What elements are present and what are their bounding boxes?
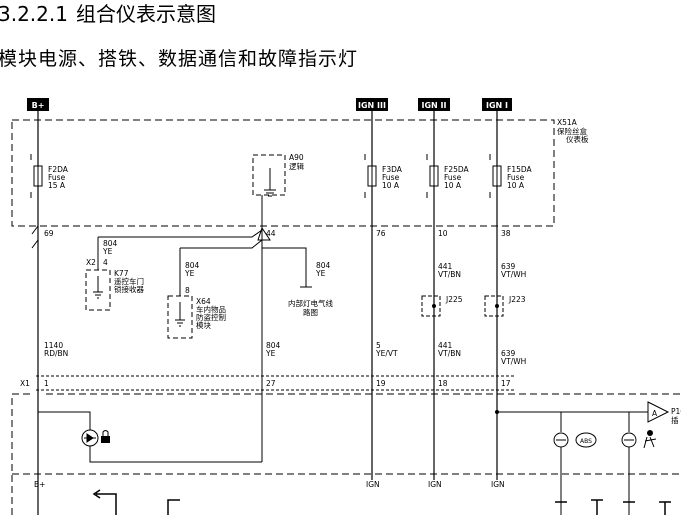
a90-logic: A90 逻辑: [252, 153, 304, 197]
wire-639-bottom-circuit: 639: [501, 349, 516, 358]
svg-text:防盗控制: 防盗控制: [196, 312, 226, 322]
svg-text:IGN II: IGN II: [422, 101, 447, 110]
section-title: 组合仪表示意图: [75, 2, 216, 26]
svg-text:锁接收器: 锁接收器: [114, 284, 144, 294]
wire-1140-circuit: 1140: [44, 341, 63, 350]
fuse-block-name2: 仪表板: [566, 134, 589, 144]
wire-441-bottom-circuit: 441: [438, 341, 453, 350]
splice-j223: J223: [484, 295, 526, 317]
k77-receiver: 804 YE X2 4 K77 遥控车门 锁接收器: [85, 239, 144, 311]
fuse-block-name1: 保险丝盒: [557, 126, 587, 136]
cluster-ign-label-1: IGN: [366, 480, 380, 489]
wire-804-lamp-color: YE: [315, 269, 326, 278]
section-heading: 3.2.2.1 组合仪表示意图: [0, 0, 216, 27]
section-number: 3.2.2.1: [0, 2, 68, 26]
svg-text:遥控车门: 遥控车门: [114, 276, 144, 286]
svg-text:F3DA: F3DA: [382, 165, 403, 174]
security-led-icon: [38, 411, 262, 463]
power-source-bplus: B+: [27, 98, 49, 111]
svg-text:F15DA: F15DA: [507, 165, 533, 174]
svg-text:P16: P16: [671, 407, 681, 416]
svg-text:804: 804: [185, 261, 200, 270]
svg-text:车内物品: 车内物品: [196, 304, 226, 314]
cluster-ign-label-3: IGN: [491, 480, 505, 489]
svg-text:A90: A90: [289, 153, 304, 162]
svg-text:插: 插: [671, 415, 679, 425]
wire-804-main-circuit: 804: [266, 341, 281, 350]
pin-10: 10: [438, 229, 448, 238]
svg-text:X2: X2: [86, 258, 96, 267]
x1-pin-17: 17: [501, 379, 511, 388]
svg-text:ABS: ABS: [580, 438, 592, 445]
wire-639-top-color: VT/WH: [501, 270, 526, 279]
connector-x1-label: X1: [20, 379, 30, 388]
svg-text:10 A: 10 A: [444, 181, 462, 190]
diagram-subtitle: 模块电源、搭铁、数据通信和故障指示灯: [0, 48, 359, 70]
interior-lamp-ref2: 路图: [303, 307, 318, 317]
svg-text:K77: K77: [114, 269, 129, 278]
svg-text:10 A: 10 A: [382, 181, 400, 190]
fuse-block-boundary: [11, 119, 555, 227]
x1-pin-18: 18: [438, 379, 448, 388]
wire-1140-color: RD/BN: [44, 349, 68, 358]
svg-text:YE: YE: [102, 247, 113, 256]
svg-text:Fuse: Fuse: [382, 173, 400, 182]
fuse-f3da: F3DA Fuse 10 A: [364, 154, 403, 198]
svg-text:YE: YE: [184, 269, 195, 278]
x64-module: 804 YE 8 X64 车内物品 防盗控制 模块: [167, 261, 226, 339]
p16-amplifier: A P16 插: [495, 401, 681, 425]
svg-text:逻辑: 逻辑: [289, 161, 304, 171]
x1-pin-27: 27: [266, 379, 276, 388]
svg-text:4: 4: [103, 258, 108, 267]
svg-text:8: 8: [185, 286, 190, 295]
x1-pin-1: 1: [44, 379, 49, 388]
fuse-f2da: F2DA Fuse 15 A: [30, 154, 69, 198]
svg-text:F25DA: F25DA: [444, 165, 470, 174]
wire-639-bottom-color: VT/WH: [501, 357, 526, 366]
wire-441-top-color: VT/BN: [438, 270, 461, 279]
svg-text:A: A: [652, 409, 658, 418]
power-source-ign1: IGN I: [482, 98, 512, 111]
svg-text:J225: J225: [445, 295, 463, 304]
pin-76: 76: [376, 229, 386, 238]
wire-441-bottom-color: VT/BN: [438, 349, 461, 358]
svg-text:Fuse: Fuse: [48, 173, 66, 182]
power-source-ign3: IGN III: [356, 98, 388, 111]
fuse-f25da: F25DA Fuse 10 A: [426, 154, 470, 198]
pin-69: 69: [44, 229, 54, 238]
airbag-indicator-icon: [621, 412, 657, 515]
interior-lamp-ref1: 内部灯电气线: [288, 298, 333, 308]
wire-804-lamp-circuit: 804: [316, 261, 331, 270]
splice-j225: J225: [421, 295, 463, 317]
svg-text:IGN III: IGN III: [358, 101, 386, 110]
svg-text:Fuse: Fuse: [507, 173, 525, 182]
svg-text:X64: X64: [196, 297, 211, 306]
svg-text:IGN I: IGN I: [486, 101, 508, 110]
svg-text:B+: B+: [32, 101, 45, 110]
svg-text:15 A: 15 A: [48, 181, 66, 190]
wire-5-circuit: 5: [376, 341, 381, 350]
svg-text:804: 804: [103, 239, 118, 248]
pin-38: 38: [501, 229, 511, 238]
power-source-ign2: IGN II: [418, 98, 450, 111]
cluster-ign-label-2: IGN: [428, 480, 442, 489]
svg-text:10 A: 10 A: [507, 181, 525, 190]
svg-text:J223: J223: [508, 295, 526, 304]
svg-text:模块: 模块: [196, 320, 211, 330]
svg-text:F2DA: F2DA: [48, 165, 69, 174]
wire-441-top-circuit: 441: [438, 262, 453, 271]
wire-639-top-circuit: 639: [501, 262, 516, 271]
pin-44: 44: [266, 229, 276, 238]
cluster-bplus-label: B+: [34, 480, 45, 489]
fuse-f15da: F15DA Fuse 10 A: [489, 154, 533, 198]
wire-804-main-color: YE: [265, 349, 276, 358]
abs-indicator-icon: ABS: [553, 412, 597, 515]
x1-pin-19: 19: [376, 379, 386, 388]
svg-text:Fuse: Fuse: [444, 173, 462, 182]
wire-5-color: YE/VT: [375, 349, 398, 358]
fuse-block-code: X51A: [557, 118, 578, 127]
